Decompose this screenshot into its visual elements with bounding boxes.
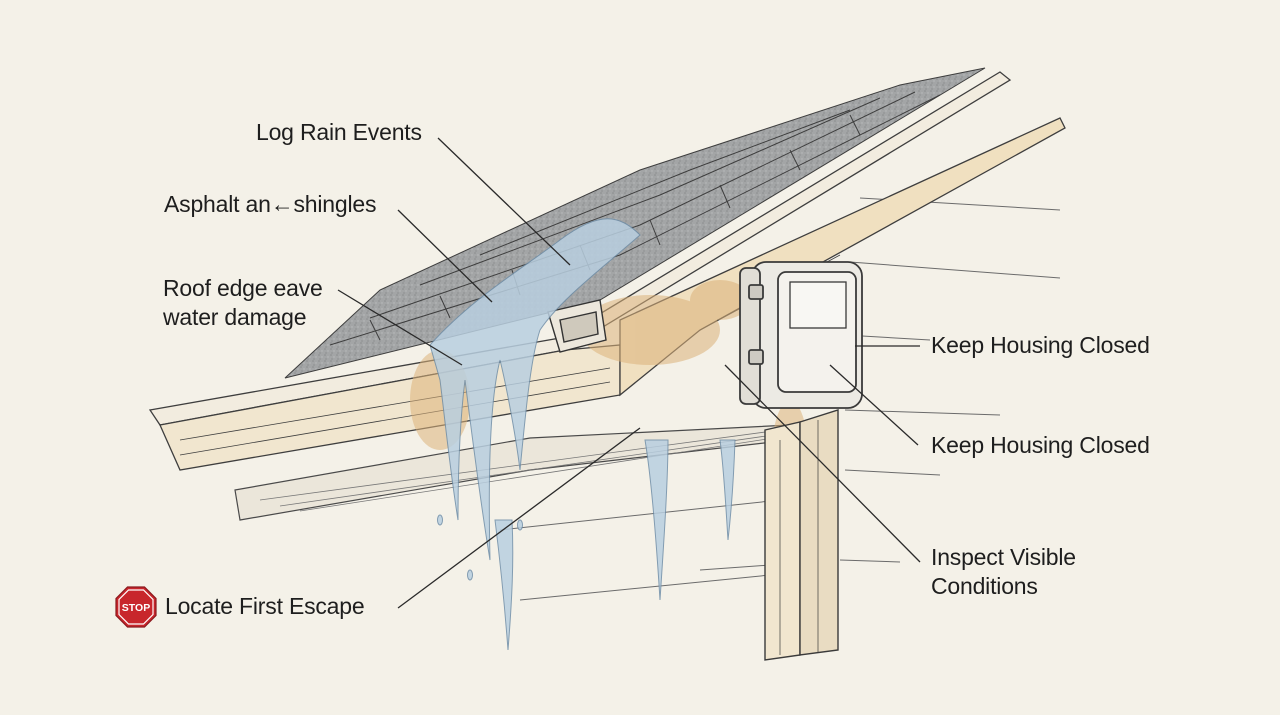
asphalt-shingles [284, 67, 986, 379]
water-overflow [429, 218, 736, 651]
callout-text: Asphalt an←shingles [164, 191, 377, 217]
support-post [764, 409, 839, 661]
callout-asphalt-shingles: Asphalt an←shingles [164, 190, 376, 219]
callout-inspect-visible-conditions: Inspect Visible Conditions [931, 543, 1076, 601]
stop-sign-text: STOP [122, 602, 150, 614]
stop-sign-icon: STOP [115, 586, 157, 628]
callout-text: Keep Housing Closed [931, 432, 1150, 458]
callout-log-rain-events: Log Rain Events [256, 118, 422, 147]
callout-text-line2: water damage [163, 304, 307, 330]
callout-text-line1: Inspect Visible [931, 544, 1076, 570]
callout-keep-housing-closed-lower: Keep Housing Closed [931, 431, 1150, 460]
callout-text-line2: Conditions [931, 573, 1038, 599]
callout-roof-edge-damage: Roof edge eave water damage [163, 274, 323, 332]
callout-text-line1: Roof edge eave [163, 275, 323, 301]
callout-locate-first-escape: Locate First Escape [165, 592, 365, 621]
callout-text: Log Rain Events [256, 119, 422, 145]
callout-text: Keep Housing Closed [931, 332, 1150, 358]
electrical-housing [739, 261, 863, 409]
leader-lines [337, 137, 921, 609]
gutter-end [547, 299, 607, 353]
callout-text: Locate First Escape [165, 593, 365, 619]
callout-keep-housing-closed-upper: Keep Housing Closed [931, 331, 1150, 360]
